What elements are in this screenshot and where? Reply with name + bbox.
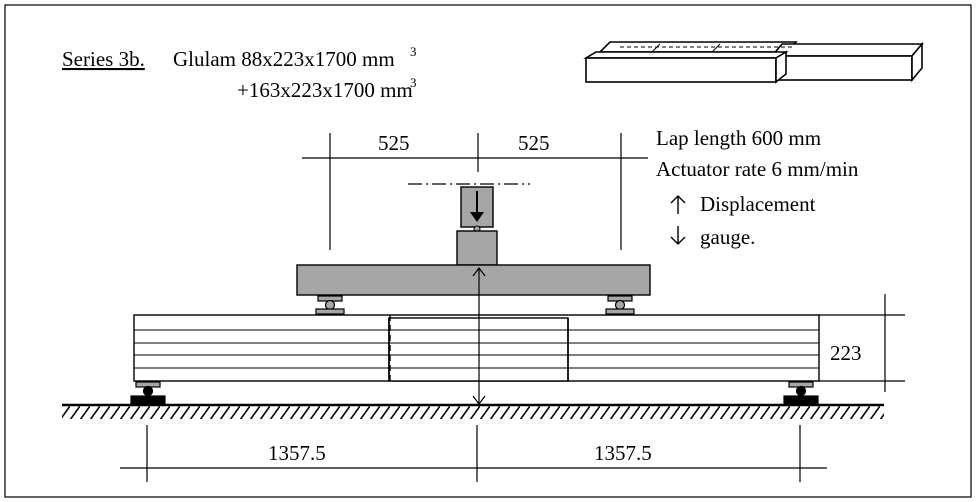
title-line-1: Glulam 88x223x1700 mm — [173, 47, 395, 71]
gauge-note: gauge. — [700, 225, 755, 249]
displacement-note: Displacement — [700, 192, 816, 216]
spreader-beam — [296, 264, 651, 296]
title-line-1-exponent: 3 — [410, 44, 417, 59]
actuator — [456, 186, 498, 266]
series-label: Series 3b. — [62, 47, 145, 71]
outer-frame — [4, 4, 972, 498]
actuator-rate-note: Actuator rate 6 mm/min — [656, 157, 859, 181]
load-span-right-label: 525 — [518, 131, 550, 155]
spreader-support-left — [315, 295, 345, 315]
load-span-left-label: 525 — [378, 131, 410, 155]
beam-sketch — [583, 41, 924, 84]
beam-height-label: 223 — [830, 341, 862, 365]
gauge-arrows-icon — [670, 195, 686, 245]
title-line-2-exponent: 3 — [410, 75, 417, 90]
beam-height-dimension — [819, 294, 905, 392]
support-span-left-label: 1357.5 — [268, 441, 326, 465]
title-line-2: +163x223x1700 mm — [237, 78, 413, 102]
ground-hatch — [62, 405, 884, 419]
load-span-dimension — [302, 133, 648, 250]
support-span-right-label: 1357.5 — [594, 441, 652, 465]
load-arrow-icon — [470, 212, 484, 222]
bottom-support-right — [783, 381, 819, 405]
spreader-support-right — [605, 295, 635, 315]
lap-length-note: Lap length 600 mm — [656, 126, 821, 150]
glulam-beam — [133, 314, 820, 382]
bottom-support-left — [130, 381, 166, 405]
support-span-dimension — [120, 425, 827, 482]
